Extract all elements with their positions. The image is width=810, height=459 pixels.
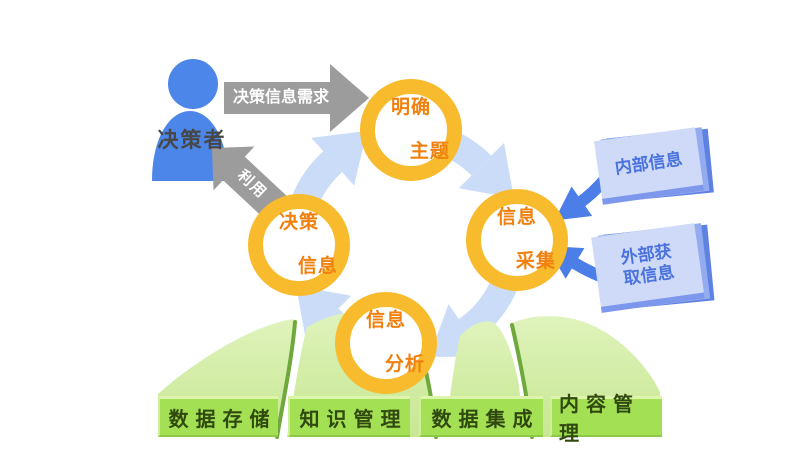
node-label: 明确 主题 [391, 97, 450, 162]
shelf-label: 内容管理 [559, 394, 640, 445]
node-clarify-topic: 明确 主题 [360, 79, 462, 181]
shelf-label: 数据集成 [431, 408, 540, 431]
node-label: 信息 采集 [497, 207, 556, 272]
node-info-analysis: 信息 分析 [335, 292, 437, 394]
shelf-knowledge-management: 知识管理 [288, 396, 410, 437]
shelf-data-integration: 数据集成 [419, 396, 543, 437]
node-label: 决策 信息 [279, 212, 338, 277]
decision-maker-label: 决策者 [157, 129, 227, 152]
need-arrow-icon [224, 64, 369, 132]
shelf-label: 知识管理 [299, 408, 408, 431]
hill-1-edge [275, 320, 297, 439]
card-internal-info: 内部信息 [594, 127, 714, 205]
card-external-info: 外部获 取信息 [591, 223, 715, 313]
card-label-line1: 内部信息 [613, 148, 684, 178]
decision-maker-icon [152, 59, 228, 181]
shelf-content-management: 内容管理 [550, 394, 662, 445]
node-label: 信息 分析 [366, 310, 425, 375]
card-face: 外部获 取信息 [591, 223, 705, 313]
node-info-collection: 信息 采集 [466, 189, 568, 291]
shelf-data-storage: 数据存储 [158, 396, 278, 437]
shelf-label: 数据存储 [168, 408, 277, 431]
need-arrow-label: 决策信息需求 [232, 89, 329, 106]
node-decision-info: 决策 信息 [248, 194, 350, 296]
